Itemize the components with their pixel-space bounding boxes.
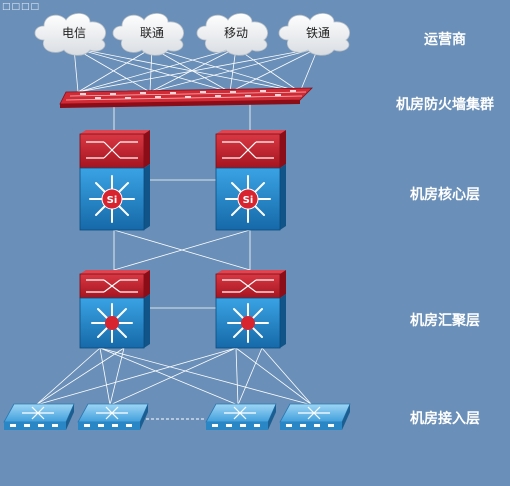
core-aggregation-links [113,179,251,309]
core-switch-right: Si [215,130,286,231]
aggregation-switch-right [215,270,286,349]
core-left-si-badge: Si [107,195,118,206]
corner-placeholder-text: □□□□ [2,2,41,12]
cloud-label-unicom: 联通 [140,26,164,40]
aggregation-access-links [35,347,313,406]
carrier-cloud-unicom: 联通 [112,13,184,56]
layer-label-aggregation: 机房汇聚层 [410,313,480,329]
cloud-label-railcom: 铁通 [306,26,330,40]
core-right-si-badge: Si [243,195,254,206]
carrier-cloud-railcom: 铁通 [278,13,350,56]
layer-label-firewall: 机房防火墙集群 [396,97,494,113]
access-switch-2 [77,403,149,430]
carrier-cloud-telecom: 电信 [34,13,106,56]
cloud-label-mobile: 移动 [224,26,248,40]
access-switch-1 [3,403,75,430]
firewall-core-links [113,104,251,130]
firewall-cluster-icon [59,87,313,108]
carrier-cloud-mobile: 移动 [196,13,268,56]
aggregation-switch-left [79,270,150,349]
layer-label-carriers: 运营商 [424,32,466,48]
core-switch-left: Si [79,130,150,231]
access-switch-4 [279,403,351,430]
access-switch-3 [205,403,277,430]
layer-label-core: 机房核心层 [410,187,480,203]
carrier-firewall-links [73,47,319,93]
cloud-label-telecom: 电信 [62,26,86,40]
layer-label-access: 机房接入层 [410,411,480,427]
